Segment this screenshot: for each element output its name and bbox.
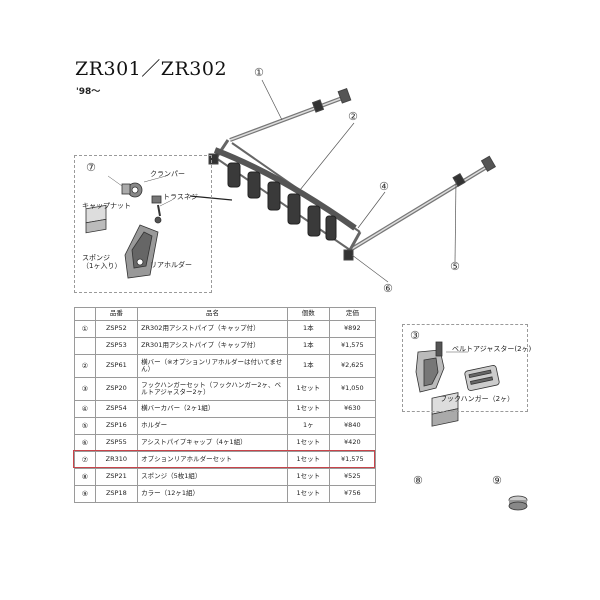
- part-code: ZSP18: [94, 485, 139, 503]
- rear-holders: [227, 162, 337, 241]
- part-code: ZSP16: [94, 417, 139, 435]
- parts-table: 品番 品名 個数 定価 ① ZSP52 ZR302用アシストパイプ（キャップ付）…: [74, 307, 377, 503]
- part-qty: 1セット: [286, 377, 330, 401]
- callout-3: ③: [410, 329, 420, 342]
- part-name: フックハンガーセット（フックハンガー2ヶ、ベルトアジャスター2ヶ）: [137, 377, 288, 401]
- crossbar: [213, 147, 357, 231]
- rear-holder-part: [124, 224, 159, 279]
- part-name: ZR302用アシストパイプ（キャップ付）: [137, 320, 288, 338]
- row-number: ⑧: [74, 468, 96, 486]
- table-row: ④ ZSP54 横バーカバー（2ヶ1組） 1セット ¥630: [74, 400, 377, 418]
- part-qty: 1本: [286, 320, 330, 338]
- part-price: ¥840: [328, 417, 377, 435]
- part-code: ZSP54: [94, 400, 139, 418]
- table-header-row: 品番 品名 個数 定価: [74, 307, 377, 321]
- row-number: ③: [74, 377, 96, 401]
- part-name: アシストパイプキャップ（4ヶ1組）: [137, 434, 288, 452]
- part-price: ¥2,625: [328, 354, 377, 378]
- callout-8: ⑧: [413, 474, 423, 487]
- label-belt-adjuster: ベルトアジャスター(2ヶ): [452, 345, 532, 353]
- part-price: ¥756: [328, 485, 377, 503]
- table-row: ① ZSP52 ZR302用アシストパイプ（キャップ付） 1本 ¥892: [74, 320, 377, 338]
- part-name: 横バーカバー（2ヶ1組）: [137, 400, 288, 418]
- callout-2: ②: [348, 110, 358, 123]
- part-code: ZSP53: [94, 337, 139, 355]
- page-title: ZR301／ZR302: [75, 58, 228, 80]
- row-number: ⑨: [74, 485, 96, 503]
- option-rear-holder-box: [74, 155, 212, 293]
- part-qty: 1セット: [286, 434, 330, 452]
- part-code: ZSP20: [94, 377, 139, 401]
- part-price: ¥525: [328, 468, 377, 486]
- table-row: ⑤ ZSP16 ホルダー 1ヶ ¥840: [74, 417, 377, 435]
- table-row: ⑨ ZSP18 カラー（12ヶ1組） 1セット ¥756: [74, 485, 377, 503]
- part-qty: 1本: [286, 337, 330, 355]
- cap-nut-part: [151, 195, 162, 204]
- table-row-highlighted: ⑥ ZSP55 アシストパイプキャップ（4ヶ1組） 1セット ¥420: [74, 434, 377, 452]
- part-code: ZSP61: [94, 354, 139, 378]
- header-price: 定価: [328, 307, 377, 321]
- part-qty: 1ヶ: [286, 417, 330, 435]
- part-price: ¥1,575: [328, 337, 377, 355]
- belt-adjuster-part: [464, 365, 500, 391]
- part-qty: 1セット: [286, 468, 330, 486]
- table-row: ③ ZSP20 フックハンガーセット（フックハンガー2ヶ、ベルトアジャスター2ヶ…: [74, 377, 377, 401]
- pipe-cap: [337, 88, 352, 104]
- part-name: ZR301用アシストパイプ（キャップ付）: [137, 337, 288, 355]
- part-qty: 1セット: [286, 400, 330, 418]
- label-hook-hanger: フックハンガー（2ヶ）: [440, 395, 515, 403]
- callout-4: ④: [379, 180, 389, 193]
- part-qty: 1セット: [286, 485, 330, 503]
- label-sponge: スポンジ （1ヶ入り）: [82, 254, 122, 270]
- part-name: 横バー（※オプションリアホルダーは付いてません）: [137, 354, 288, 378]
- label-truss-screw: トラスネジ: [163, 193, 198, 201]
- hook-hanger-box: [402, 324, 528, 412]
- row-number: ②: [74, 354, 96, 378]
- callout-5: ⑤: [450, 260, 460, 273]
- collar-part: [508, 495, 528, 511]
- part-price: ¥1,050: [328, 377, 377, 401]
- part-code: ZSP21: [94, 468, 139, 486]
- part-name: カラー（12ヶ1組）: [137, 485, 288, 503]
- part-code: ZSP52: [94, 320, 139, 338]
- label-cap-nut: キャップナット: [82, 202, 131, 210]
- row-number: [74, 337, 96, 355]
- part-name: スポンジ（5枚1組）: [137, 468, 288, 486]
- header-qty: 個数: [286, 307, 330, 321]
- model-year: '98〜: [76, 87, 101, 97]
- part-name: ホルダー: [137, 417, 288, 435]
- row-number: ④: [74, 400, 96, 418]
- highlight-frame: [73, 450, 375, 468]
- part-code: ZSP55: [94, 434, 139, 452]
- callout-9: ⑨: [492, 474, 502, 487]
- row-number: ⑥: [74, 434, 96, 452]
- part-price: ¥892: [328, 320, 377, 338]
- part-price: ¥420: [328, 434, 377, 452]
- row-number: ⑤: [74, 417, 96, 435]
- callout-7: ⑦: [86, 161, 96, 174]
- row-number: ①: [74, 320, 96, 338]
- table-row: ZSP53 ZR301用アシストパイプ（キャップ付） 1本 ¥1,575: [74, 337, 377, 355]
- header-code: 品番: [94, 307, 139, 321]
- header-name: 品名: [137, 307, 288, 321]
- sponge-set-part: [431, 392, 459, 427]
- callout-6: ⑥: [383, 282, 393, 295]
- label-clamper: クランパー: [150, 170, 185, 178]
- sponge-part: [85, 204, 107, 234]
- callout-1: ①: [254, 66, 264, 79]
- table-row: ⑧ ZSP21 スポンジ（5枚1組） 1セット ¥525: [74, 468, 377, 486]
- part-price: ¥630: [328, 400, 377, 418]
- table-row: ② ZSP61 横バー（※オプションリアホルダーは付いてません） 1本 ¥2,6…: [74, 354, 377, 378]
- label-rear-holder: リアホルダー: [150, 261, 192, 269]
- part-qty: 1本: [286, 354, 330, 378]
- header-no: [74, 307, 96, 321]
